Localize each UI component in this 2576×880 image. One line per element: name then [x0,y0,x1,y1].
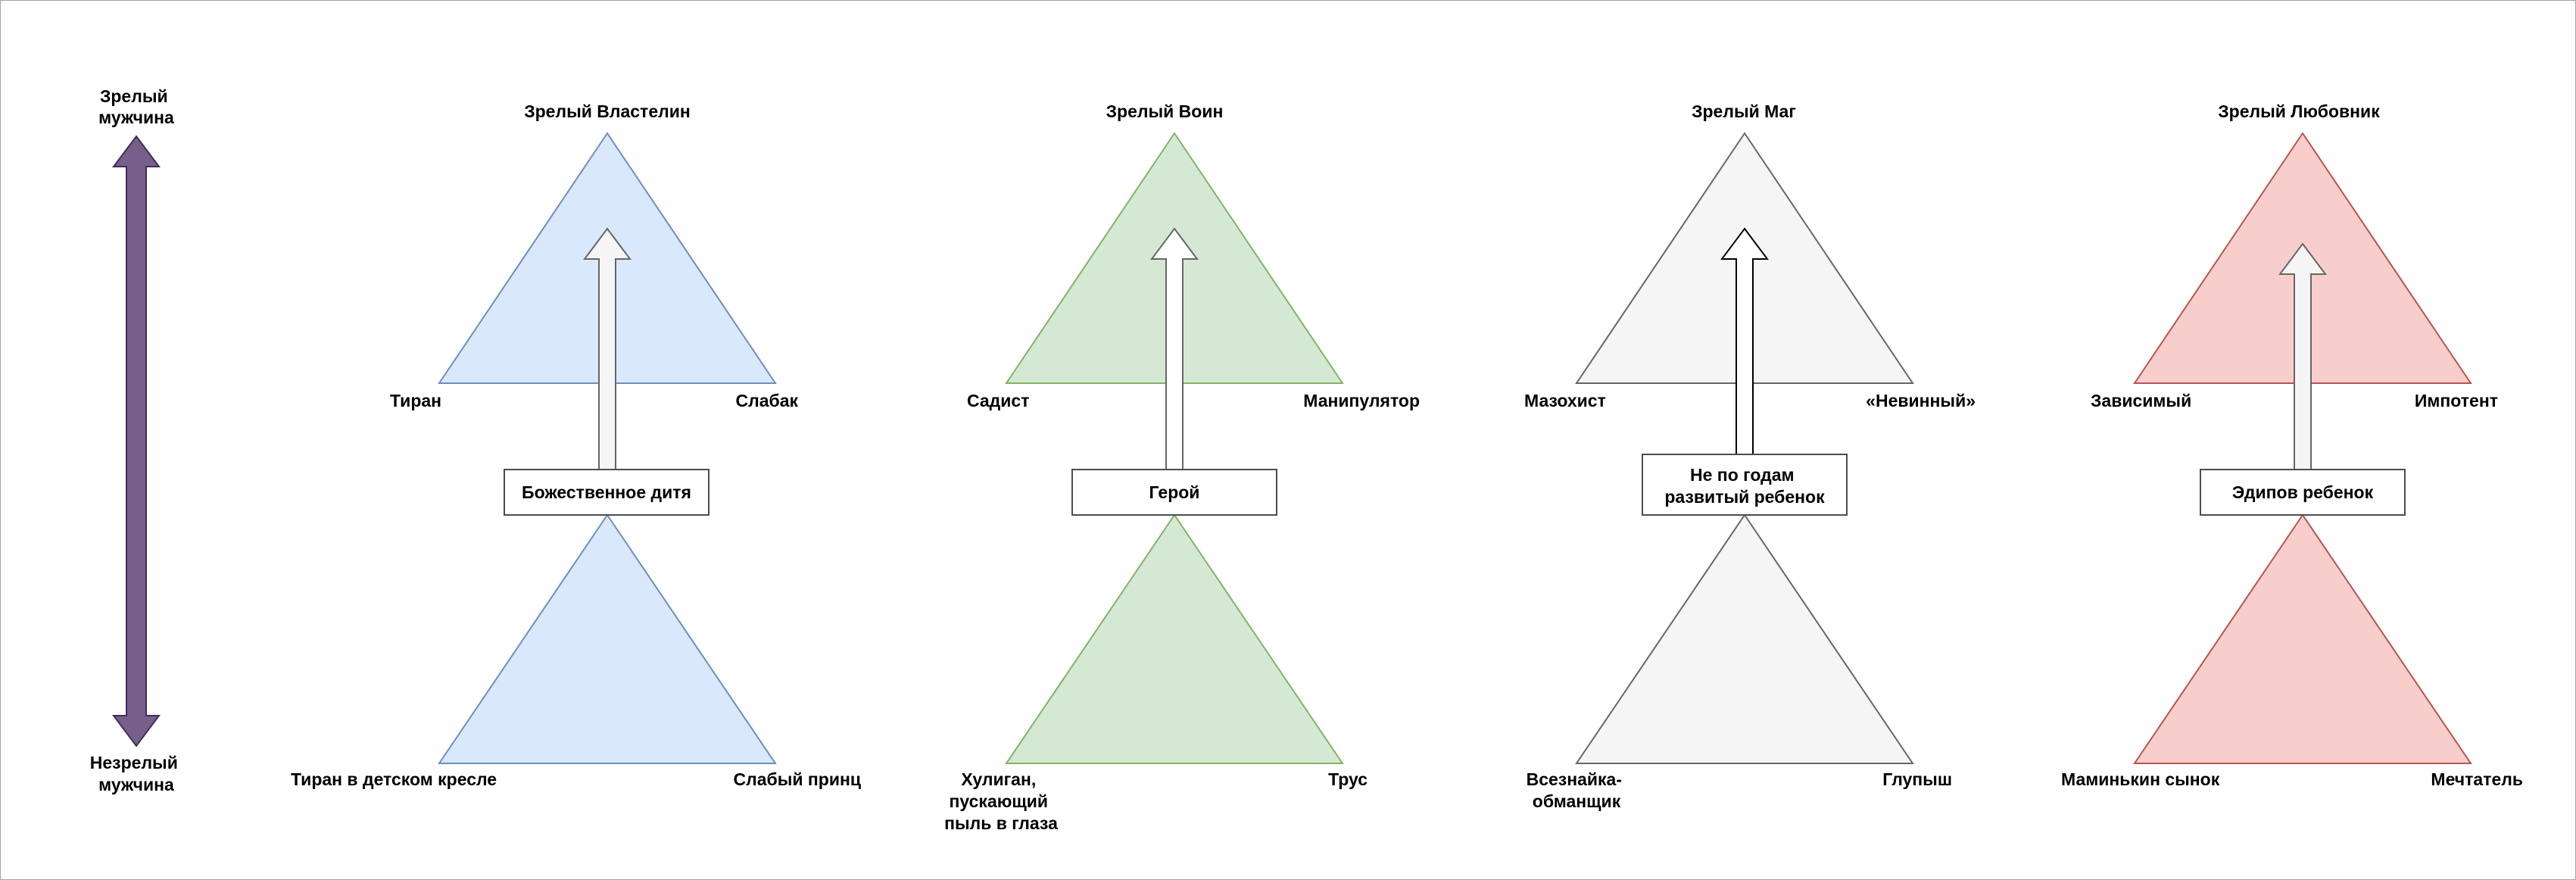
mature-shadow-right: «Невинный» [1866,391,1976,410]
immature-shadow-left: Всезнайка- обманщик [1527,769,1627,811]
mature-shadow-right: Импотент [2415,391,2498,410]
mature-shadow-left: Тиран [390,391,441,410]
immature-shadow-left: Тиран в детском кресле [291,769,497,789]
child-label: Не по годам развитый ребенок [1664,465,1825,507]
mature-shadow-right: Слабак [735,391,798,410]
immature-triangle [2133,513,2472,764]
immature-triangle [438,513,777,764]
immature-triangle [1005,513,1344,764]
child-label: Герой [1149,482,1200,502]
child-label-box [504,469,709,516]
scale-top-label: Зрелый мужчина [98,86,174,127]
child-label: Божественное дитя [522,482,691,502]
mature-title: Зрелый Воин [1106,101,1224,121]
scale-bottom-label: Незрелый мужчина [90,753,182,794]
mature-shadow-left: Мазохист [1524,391,1606,410]
immature-shadow-right: Мечтатель [2431,769,2523,789]
child-label: Эдипов ребенок [2232,482,2374,502]
archetype-group-magician: Не по годам развитый ребенок Зрелый Маг … [1524,101,1976,811]
mature-shadow-left: Садист [967,391,1029,410]
immature-shadow-left: Маминькин сынок [2061,769,2220,789]
immature-shadow-right: Слабый принц [733,769,861,789]
mature-shadow-left: Зависимый [2091,391,2191,410]
maturity-scale: Зрелый мужчина Незрелый мужчина [90,86,182,794]
immature-shadow-left: Хулиган, пускающий пыль в глаза [944,769,1058,833]
mature-title: Зрелый Властелин [524,101,691,121]
mature-shadow-right: Манипулятор [1303,391,1420,410]
mature-title: Зрелый Маг [1692,101,1796,121]
maturity-double-arrow [112,135,161,747]
child-label-box [2200,469,2406,516]
child-label-box [1071,469,1277,516]
immature-shadow-right: Трус [1328,769,1368,789]
archetype-group-king: Божественное дитя Зрелый Властелин Тиран… [291,101,861,789]
child-label-box [1642,454,1848,516]
immature-triangle [1575,513,1914,764]
mature-title: Зрелый Любовник [2218,101,2380,121]
immature-shadow-right: Глупыш [1882,769,1952,789]
archetype-group-lover: Эдипов ребенок Зрелый Любовник Зависимый… [2061,101,2523,789]
archetype-group-warrior: Герой Зрелый Воин Садист Манипулятор Хул… [944,101,1420,833]
